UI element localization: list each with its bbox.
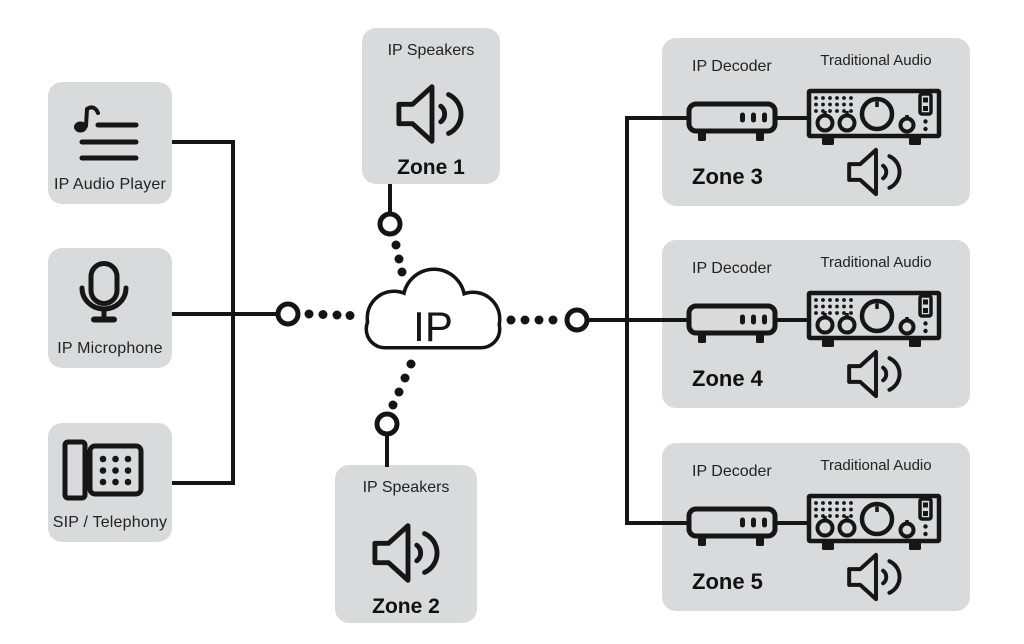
zone-label: Zone 2 bbox=[372, 595, 440, 618]
speaker-icon bbox=[847, 349, 902, 399]
node-circle-left bbox=[275, 301, 301, 327]
ip-decoder-icon bbox=[686, 303, 778, 343]
ip-cloud-icon: IP bbox=[364, 267, 502, 350]
zone-label: Zone 1 bbox=[397, 156, 465, 179]
node-circle-right bbox=[564, 307, 590, 333]
decoder-to-amp-line bbox=[774, 521, 810, 525]
ip-decoder-label: IP Decoder bbox=[692, 58, 772, 75]
cloud-label: IP bbox=[413, 303, 453, 350]
decoder-to-amp-line bbox=[774, 116, 810, 120]
dotted-link-bottom bbox=[388, 359, 416, 410]
music-playlist-icon bbox=[74, 105, 139, 161]
ip-decoder-label: IP Decoder bbox=[692, 463, 772, 480]
zone-label: Zone 4 bbox=[692, 366, 763, 391]
traditional-audio-label: Traditional Audio bbox=[820, 254, 932, 271]
ip-decoder-icon bbox=[686, 101, 778, 141]
traditional-audio-label: Traditional Audio bbox=[820, 457, 932, 474]
decoder-to-amp-line bbox=[774, 318, 810, 322]
speaker-icon bbox=[396, 84, 464, 144]
node-circle-top bbox=[377, 211, 403, 237]
source-box-ip-audio-player: IP Audio Player bbox=[48, 82, 172, 204]
speaker-zone-box-1: IP Speakers Zone 1 bbox=[362, 28, 500, 184]
source-label: IP Audio Player bbox=[53, 176, 167, 193]
microphone-icon bbox=[79, 261, 129, 323]
amplifier-icon bbox=[806, 290, 942, 347]
desk-phone-icon bbox=[62, 439, 144, 501]
zone-label: Zone 3 bbox=[692, 164, 763, 189]
dotted-link-right bbox=[506, 315, 558, 325]
source-label: SIP / Telephony bbox=[52, 514, 168, 531]
amplifier-icon bbox=[806, 493, 942, 550]
zone-label: Zone 5 bbox=[692, 569, 763, 594]
speaker-icon bbox=[847, 147, 902, 197]
speaker-icon bbox=[847, 552, 902, 602]
ip-decoder-icon bbox=[686, 506, 778, 546]
decoder-zone-box-5: IP Decoder Traditional Audio bbox=[662, 443, 970, 611]
speaker-zone-heading: IP Speakers bbox=[387, 42, 475, 59]
dotted-link-left bbox=[304, 309, 355, 320]
node-circle-bottom bbox=[374, 411, 400, 437]
source-box-ip-microphone: IP Microphone bbox=[48, 248, 172, 368]
amplifier-icon bbox=[806, 88, 942, 145]
source-label: IP Microphone bbox=[57, 340, 163, 357]
speaker-icon bbox=[372, 523, 440, 583]
decoder-zone-box-4: IP Decoder Traditional Audio bbox=[662, 240, 970, 408]
traditional-audio-label: Traditional Audio bbox=[820, 52, 932, 69]
ip-decoder-label: IP Decoder bbox=[692, 260, 772, 277]
speaker-zone-box-2: IP Speakers Zone 2 bbox=[335, 465, 477, 623]
source-box-sip-telephony: SIP / Telephony bbox=[48, 423, 172, 542]
speaker-zone-heading: IP Speakers bbox=[362, 479, 450, 496]
decoder-zone-box-3: IP Decoder Traditional Audio bbox=[662, 38, 970, 206]
